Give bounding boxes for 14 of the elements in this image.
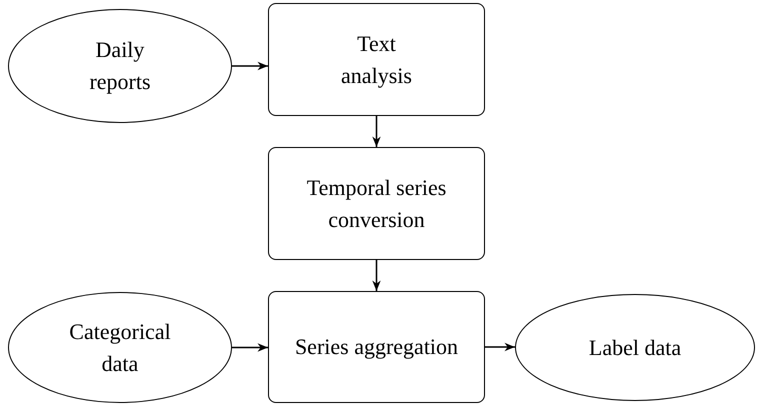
node-label: Categorical data [68, 318, 172, 378]
process-box [268, 291, 485, 403]
node-label: Temporal series conversion [306, 174, 448, 234]
arrow [485, 342, 515, 352]
node-label: Label data [588, 334, 682, 362]
node-label: Series aggregation [294, 333, 458, 361]
arrow [372, 260, 381, 291]
arrow [232, 343, 268, 352]
arrow [232, 62, 268, 70]
process-box [268, 147, 485, 260]
arrow [372, 116, 381, 147]
node-label: Text analysis [340, 30, 413, 90]
node-label: Daily reports [88, 36, 152, 96]
process-box [268, 3, 485, 116]
